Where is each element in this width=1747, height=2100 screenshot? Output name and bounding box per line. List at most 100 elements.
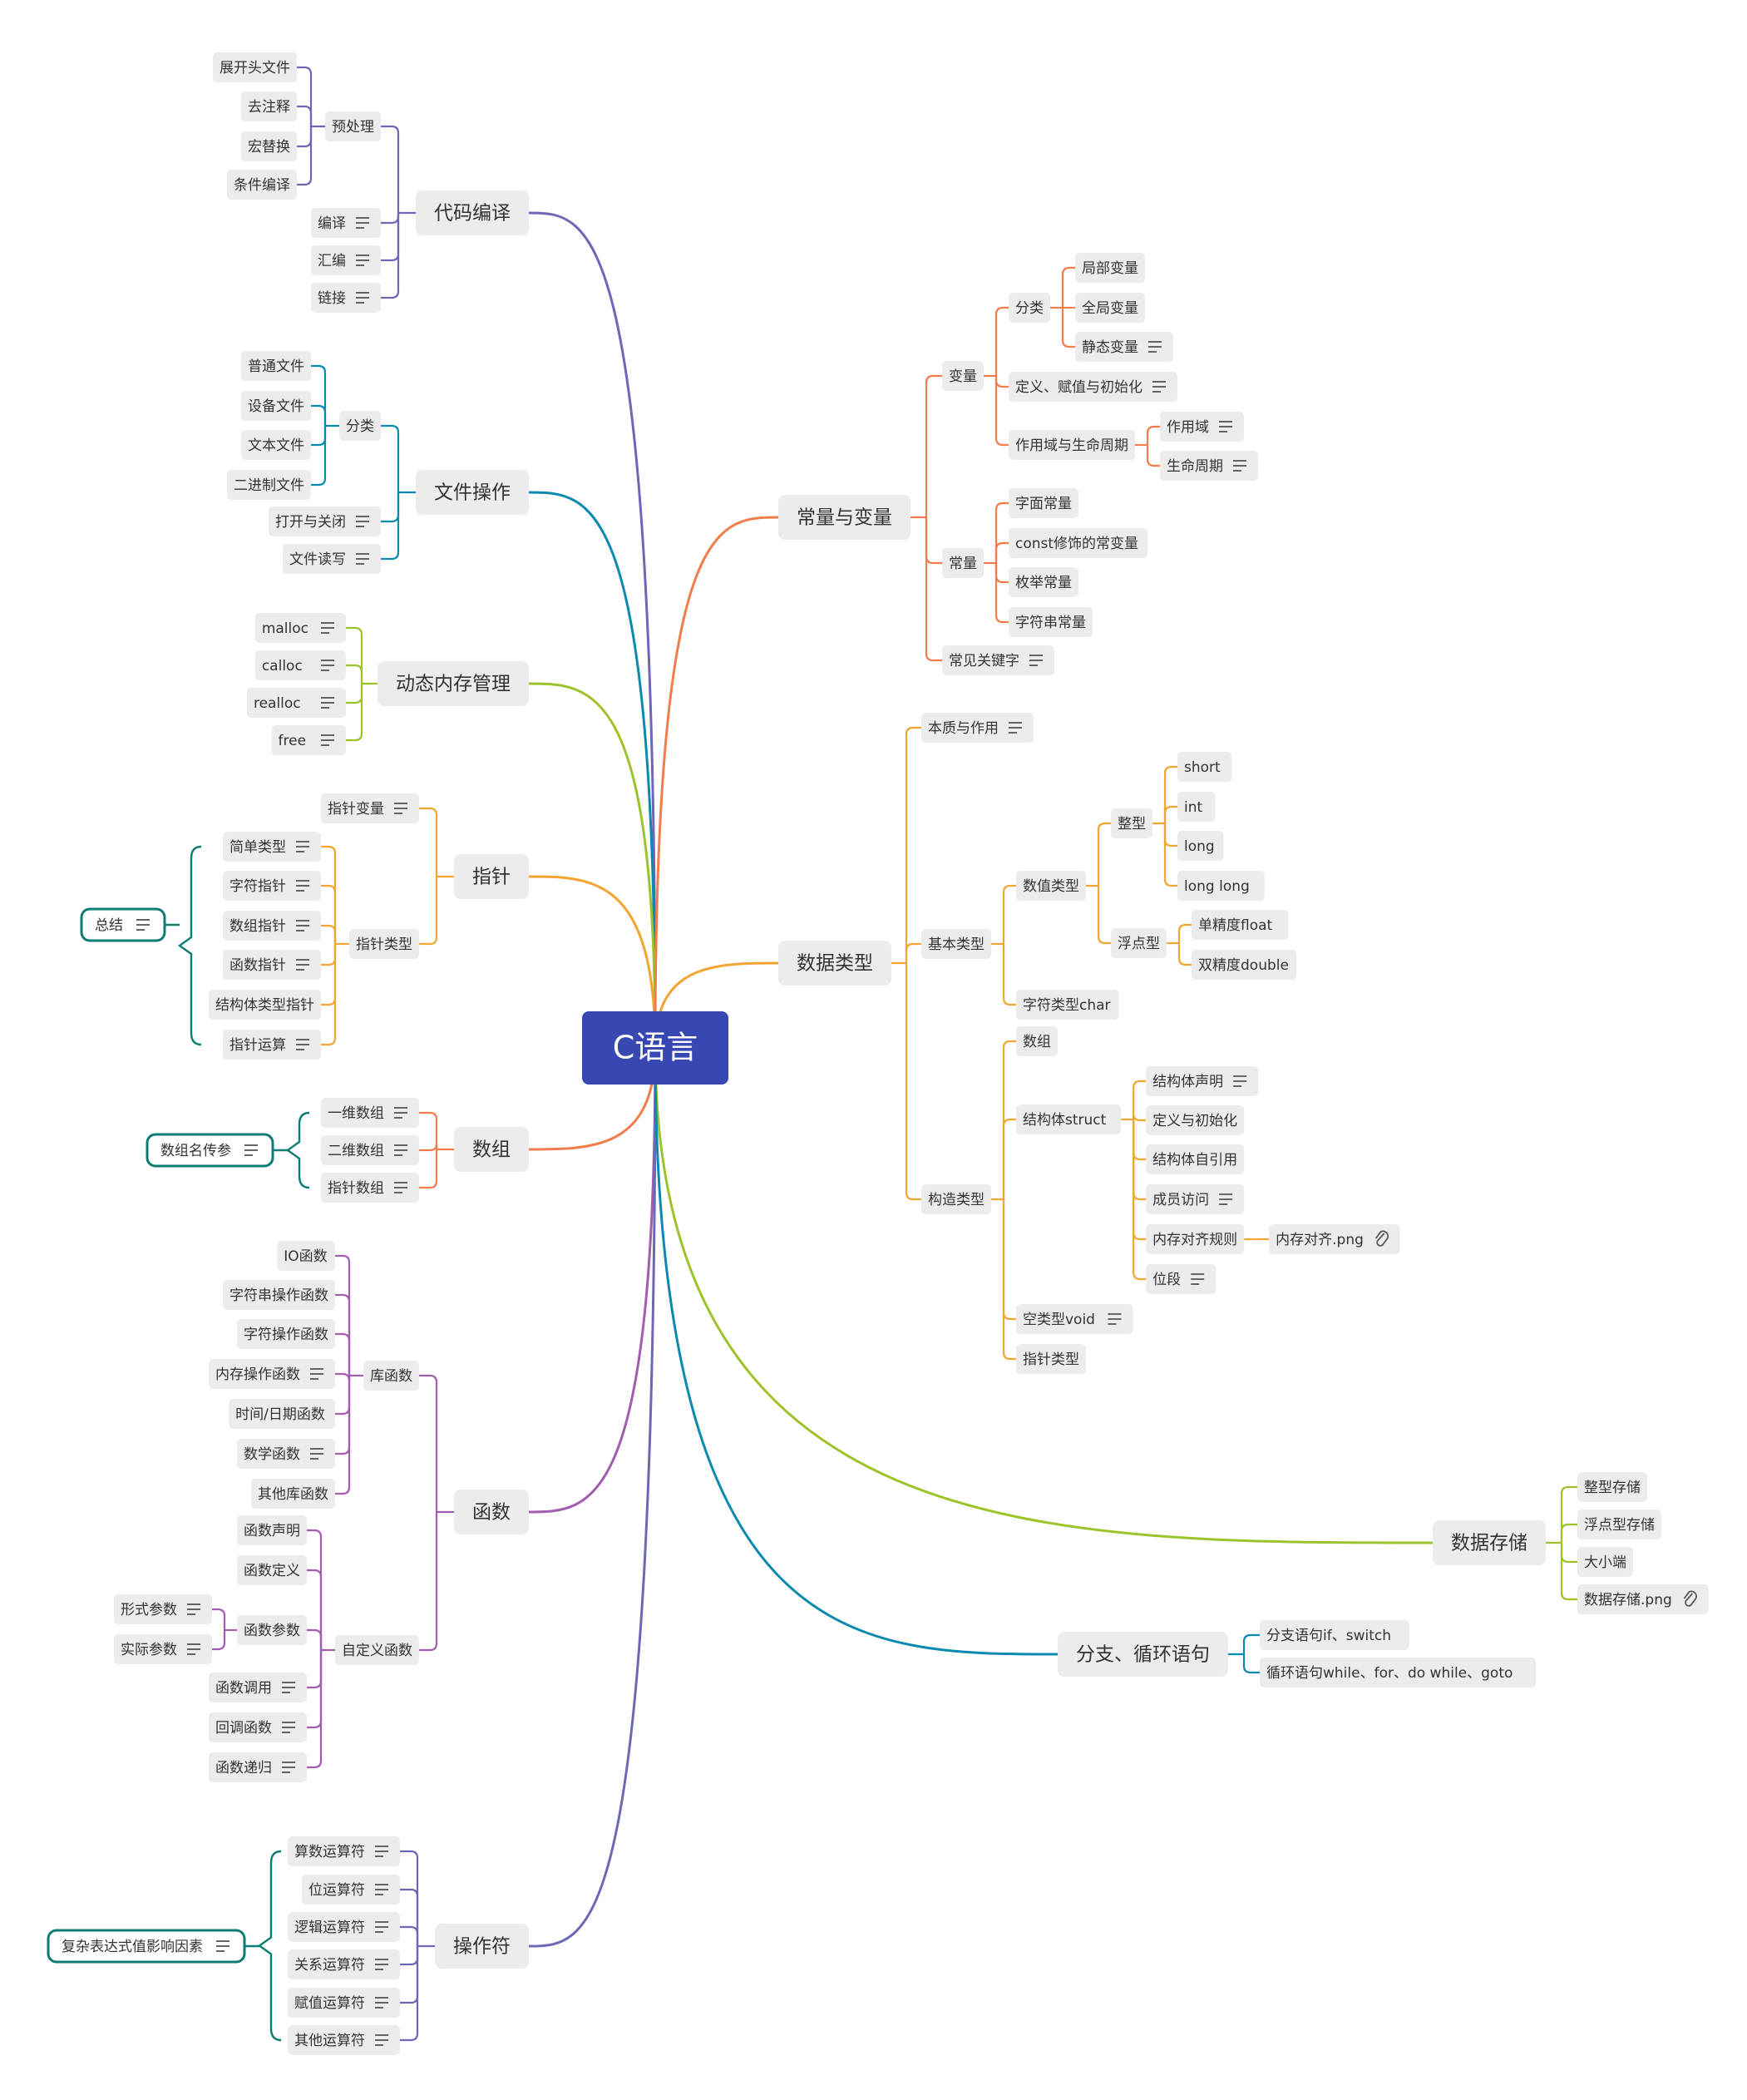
node-function-1-5[interactable]: 函数递归 [209,1752,307,1782]
node-operator-2[interactable]: 逻辑运算符 [288,1912,400,1942]
node-function-1-0[interactable]: 函数声明 [237,1515,307,1545]
node-compile-1[interactable]: 编译 [311,208,381,238]
summary-array[interactable]: 数组名传参 [146,1133,274,1168]
branch-operator[interactable]: 操作符 [435,1924,529,1969]
node-array-2[interactable]: 指针数组 [321,1173,419,1203]
branch-datatype[interactable]: 数据类型 [778,941,891,986]
branch-control[interactable]: 分支、循环语句 [1058,1632,1228,1677]
node-constvar-0-2-1[interactable]: 生命周期 [1160,451,1258,481]
node-function-1-2-0[interactable]: 形式参数 [114,1594,212,1624]
branch-memory[interactable]: 动态内存管理 [378,661,529,706]
node-constvar-1-0[interactable]: 字面常量 [1009,488,1078,518]
node-datatype-1-0-1[interactable]: 浮点型 [1111,928,1167,958]
node-memory-2[interactable]: realloc [246,688,346,718]
node-function-1-4[interactable]: 回调函数 [209,1712,307,1742]
node-constvar-1[interactable]: 常量 [942,548,984,578]
node-datatype-2-1-3[interactable]: 成员访问 [1146,1184,1245,1214]
node-array-0[interactable]: 一维数组 [321,1098,419,1128]
summary-pointer[interactable]: 总结 [80,907,166,942]
node-pointer-1-1[interactable]: 字符指针 [223,871,321,901]
branch-constvar[interactable]: 常量与变量 [778,495,911,540]
node-datatype-2[interactable]: 构造类型 [921,1184,991,1214]
node-constvar-0-1[interactable]: 定义、赋值与初始化 [1009,372,1177,402]
node-memory-0[interactable]: malloc [254,613,346,643]
node-datatype-2-1-1[interactable]: 定义与初始化 [1146,1105,1245,1135]
node-constvar-0-0-1[interactable]: 全局变量 [1075,293,1145,323]
node-function-0-6[interactable]: 其他库函数 [251,1479,335,1509]
node-function-0-3[interactable]: 内存操作函数 [209,1359,335,1389]
root-node[interactable]: C语言 [582,1011,728,1085]
node-file-0-0[interactable]: 普通文件 [241,351,311,381]
node-constvar-0-0-0[interactable]: 局部变量 [1075,253,1145,283]
branch-pointer[interactable]: 指针 [454,854,529,899]
branch-file[interactable]: 文件操作 [416,470,529,515]
node-compile-0-0[interactable]: 展开头文件 [213,52,297,82]
node-compile-0-3[interactable]: 条件编译 [227,170,297,200]
node-datatype-1-0-0-0[interactable]: short [1177,752,1232,782]
node-array-1[interactable]: 二维数组 [321,1135,419,1165]
node-constvar-0[interactable]: 变量 [942,361,984,391]
node-function-0-1[interactable]: 字符串操作函数 [223,1280,335,1310]
node-datatype-2-1-4[interactable]: 内存对齐规则 [1146,1224,1245,1254]
node-function-0-5[interactable]: 数学函数 [237,1439,335,1469]
node-datatype-1-0-0-2[interactable]: long [1177,831,1224,861]
node-compile-0-2[interactable]: 宏替换 [241,131,297,161]
node-datatype-2-0[interactable]: 数组 [1016,1026,1058,1056]
node-storage-0[interactable]: 整型存储 [1577,1472,1647,1502]
node-memory-3[interactable]: free [271,725,346,755]
node-constvar-2[interactable]: 常见关键字 [942,645,1054,675]
node-operator-0[interactable]: 算数运算符 [288,1836,400,1866]
node-file-0[interactable]: 分类 [339,411,381,441]
node-pointer-1-0[interactable]: 简单类型 [223,832,321,862]
node-pointer-1-2[interactable]: 数组指针 [223,911,321,941]
node-compile-3[interactable]: 链接 [311,283,381,313]
node-datatype-2-1-2[interactable]: 结构体自引用 [1146,1144,1245,1174]
node-datatype-2-1-4-0[interactable]: 内存对齐.png [1269,1224,1400,1254]
node-constvar-0-2[interactable]: 作用域与生命周期 [1009,430,1135,460]
node-datatype-2-1-5[interactable]: 位段 [1146,1264,1216,1294]
node-file-0-3[interactable]: 二进制文件 [227,470,311,500]
node-operator-5[interactable]: 其他运算符 [288,2025,400,2055]
node-constvar-0-2-0[interactable]: 作用域 [1160,412,1244,442]
node-datatype-2-1-0[interactable]: 结构体声明 [1146,1066,1259,1096]
node-function-1[interactable]: 自定义函数 [335,1635,419,1665]
node-file-1[interactable]: 打开与关闭 [269,506,381,536]
node-operator-4[interactable]: 赋值运算符 [288,1988,400,2018]
node-datatype-0[interactable]: 本质与作用 [921,713,1034,743]
node-constvar-1-1[interactable]: const修饰的常变量 [1009,528,1148,558]
node-constvar-1-3[interactable]: 字符串常量 [1009,607,1093,637]
branch-function[interactable]: 函数 [454,1490,529,1534]
node-datatype-1-0[interactable]: 数值类型 [1016,871,1086,901]
node-file-0-1[interactable]: 设备文件 [241,391,311,421]
node-constvar-0-0-2[interactable]: 静态变量 [1075,332,1173,362]
branch-compile[interactable]: 代码编译 [416,190,529,235]
branch-array[interactable]: 数组 [454,1127,529,1172]
node-operator-3[interactable]: 关系运算符 [288,1949,400,1979]
node-compile-0[interactable]: 预处理 [325,111,381,141]
node-pointer-1[interactable]: 指针类型 [349,929,419,959]
node-datatype-2-3[interactable]: 指针类型 [1016,1344,1086,1374]
node-function-1-1[interactable]: 函数定义 [237,1555,307,1585]
node-storage-2[interactable]: 大小端 [1577,1547,1633,1577]
node-datatype-1-1[interactable]: 字符类型char [1016,990,1119,1020]
node-memory-1[interactable]: calloc [254,650,346,680]
node-function-0-4[interactable]: 时间/日期函数 [229,1399,335,1429]
node-function-1-2-1[interactable]: 实际参数 [114,1634,212,1664]
node-storage-3[interactable]: 数据存储.png [1577,1584,1709,1614]
node-pointer-1-5[interactable]: 指针运算 [223,1030,321,1060]
node-function-1-2[interactable]: 函数参数 [237,1615,307,1645]
node-constvar-0-0[interactable]: 分类 [1009,293,1050,323]
node-datatype-1-0-1-0[interactable]: 单精度float [1192,910,1289,940]
node-function-1-3[interactable]: 函数调用 [209,1673,307,1702]
node-pointer-1-4[interactable]: 结构体类型指针 [209,990,321,1020]
node-control-1[interactable]: 循环语句while、for、do while、goto [1260,1658,1537,1687]
branch-storage[interactable]: 数据存储 [1433,1520,1546,1565]
node-operator-1[interactable]: 位运算符 [302,1875,400,1905]
node-datatype-1-0-0[interactable]: 整型 [1111,808,1152,838]
node-function-0-2[interactable]: 字符操作函数 [237,1319,335,1349]
node-datatype-2-1[interactable]: 结构体struct [1016,1104,1122,1134]
node-file-0-2[interactable]: 文本文件 [241,430,311,460]
node-storage-1[interactable]: 浮点型存储 [1577,1510,1661,1539]
node-pointer-1-3[interactable]: 函数指针 [223,950,321,980]
node-function-0-0[interactable]: IO函数 [277,1241,335,1271]
